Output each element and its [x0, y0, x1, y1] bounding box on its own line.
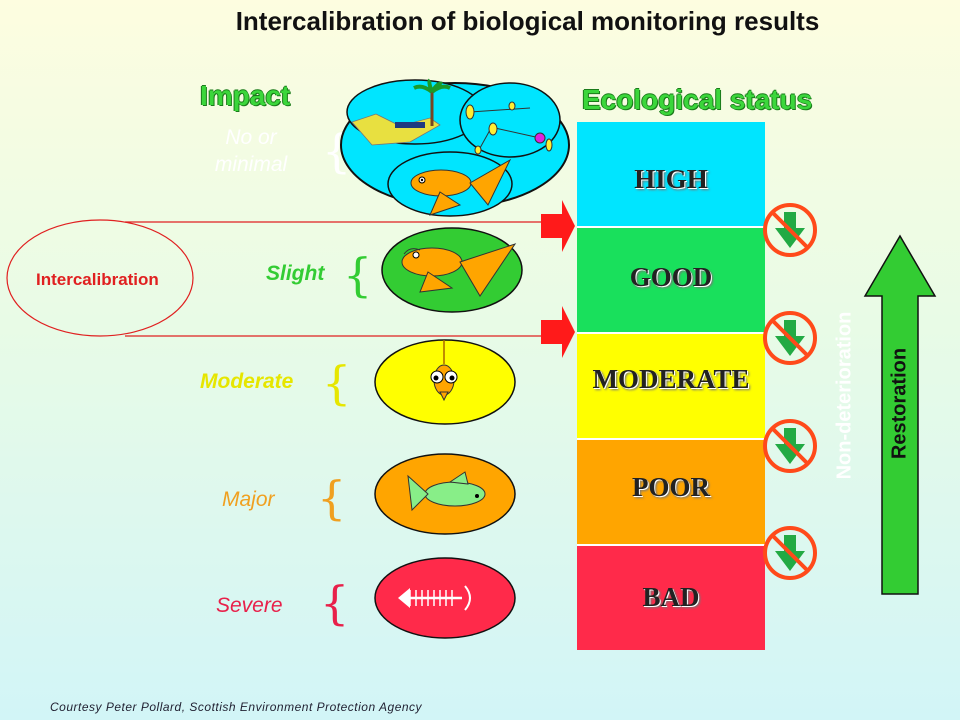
- no-deterioration-icon-3: [763, 419, 817, 473]
- intercalibration-connectors: [6, 200, 575, 358]
- intercalibration-label: Intercalibration: [36, 270, 159, 289]
- sick-fish-icon: [374, 453, 516, 535]
- impact-heading: Impact: [200, 80, 291, 111]
- fish-skeleton-icon: [374, 557, 516, 639]
- red-arrow-upper: [541, 200, 575, 252]
- brace-moderate: {: [322, 356, 352, 410]
- ecological-status-heading: Ecological status: [582, 84, 813, 115]
- fish-face-icon: [374, 339, 516, 425]
- brace-slight: {: [343, 248, 373, 302]
- no-deterioration-icon-4: [763, 526, 817, 580]
- impact-label-moderate: Moderate: [200, 370, 294, 393]
- impact-label-severe: Severe: [216, 594, 283, 617]
- restoration-label: Restoration: [888, 347, 911, 460]
- impact-label-none: No or minimal: [214, 126, 288, 176]
- page-title: Intercalibration of biological monitorin…: [235, 6, 820, 36]
- status-high: HIGH: [577, 122, 765, 228]
- non-deterioration-label: Non-deterioration: [833, 311, 856, 480]
- up-arrow-icon: [863, 234, 937, 595]
- status-moderate: MODERATE: [577, 334, 765, 440]
- no-deterioration-icon-2: [763, 311, 817, 365]
- brace-major: {: [317, 471, 347, 525]
- status-bad: BAD: [577, 546, 765, 650]
- impact-label-major: Major: [222, 488, 275, 511]
- fish-icon: [381, 227, 523, 313]
- credit-line: Courtesy Peter Pollard, Scottish Environ…: [50, 700, 423, 714]
- status-good: GOOD: [577, 228, 765, 334]
- brace-severe: {: [320, 576, 350, 630]
- intercalibration-ellipse: [6, 219, 194, 337]
- impact-label-slight: Slight: [266, 262, 325, 285]
- red-arrow-lower: [541, 306, 575, 358]
- pond-scene-icon: [340, 78, 570, 217]
- status-poor: POOR: [577, 440, 765, 546]
- no-deterioration-icon-1: [763, 203, 817, 257]
